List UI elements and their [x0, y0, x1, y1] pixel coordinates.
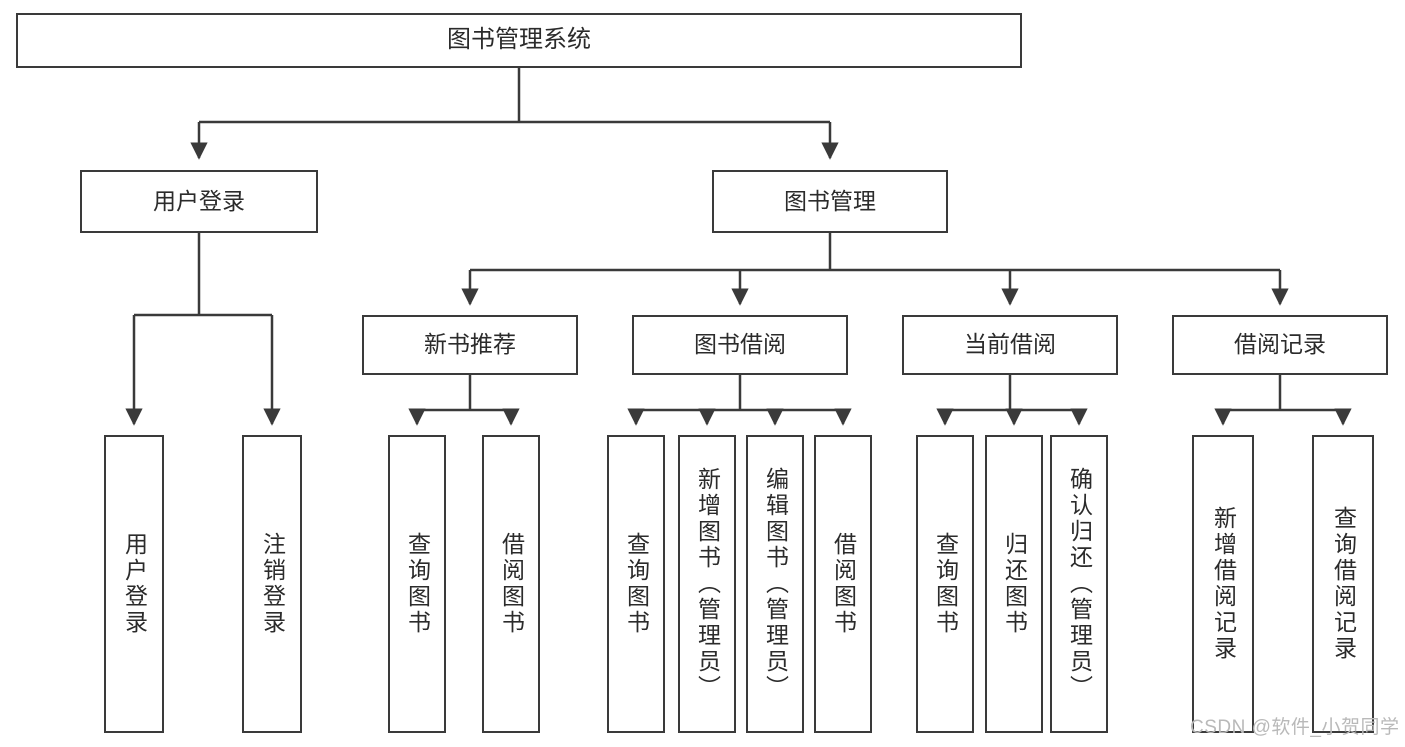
node-leaf-return-book[interactable]: 归还图书	[985, 435, 1043, 733]
node-book-borrow[interactable]: 图书借阅	[632, 315, 848, 375]
node-leaf-borrow-book-recommend[interactable]: 借阅图书	[482, 435, 540, 733]
csdn-watermark: CSDN @软件_小贺同学	[1190, 717, 1400, 738]
node-label: 归还图书	[1001, 532, 1028, 636]
node-label: 新书推荐	[424, 331, 516, 358]
node-leaf-query-borrow-record[interactable]: 查询借阅记录	[1312, 435, 1374, 733]
node-label: 确认归还（管理员）	[1066, 467, 1093, 701]
node-label: 图书借阅	[694, 331, 786, 358]
node-leaf-confirm-return-admin[interactable]: 确认归还（管理员）	[1050, 435, 1108, 733]
node-leaf-logout[interactable]: 注销登录	[242, 435, 302, 733]
node-leaf-query-book-recommend[interactable]: 查询图书	[388, 435, 446, 733]
node-current-borrow[interactable]: 当前借阅	[902, 315, 1118, 375]
node-label: 新增图书（管理员）	[694, 467, 721, 701]
node-label: 查询图书	[404, 532, 431, 636]
node-label: 图书管理系统	[447, 26, 591, 54]
node-leaf-add-book-admin[interactable]: 新增图书（管理员）	[678, 435, 736, 733]
node-user-login-module[interactable]: 用户登录	[80, 170, 318, 233]
node-label: 新增借阅记录	[1210, 506, 1237, 662]
node-label: 用户登录	[121, 532, 148, 636]
node-borrow-record[interactable]: 借阅记录	[1172, 315, 1388, 375]
node-label: 编辑图书（管理员）	[762, 467, 789, 701]
node-leaf-query-book-current[interactable]: 查询图书	[916, 435, 974, 733]
node-label: 借阅图书	[498, 532, 525, 636]
node-label: 用户登录	[153, 187, 245, 214]
node-label: 图书管理	[784, 187, 876, 214]
node-leaf-borrow-book[interactable]: 借阅图书	[814, 435, 872, 733]
node-label: 注销登录	[259, 532, 286, 636]
node-leaf-add-borrow-record[interactable]: 新增借阅记录	[1192, 435, 1254, 733]
node-leaf-user-login[interactable]: 用户登录	[104, 435, 164, 733]
node-leaf-query-book-borrow[interactable]: 查询图书	[607, 435, 665, 733]
node-label: 查询图书	[932, 532, 959, 636]
node-new-book-recommend[interactable]: 新书推荐	[362, 315, 578, 375]
node-leaf-edit-book-admin[interactable]: 编辑图书（管理员）	[746, 435, 804, 733]
node-label: 查询借阅记录	[1330, 506, 1357, 662]
node-label: 借阅图书	[830, 532, 857, 636]
node-label: 查询图书	[623, 532, 650, 636]
node-root-system[interactable]: 图书管理系统	[16, 13, 1022, 68]
node-book-management-module[interactable]: 图书管理	[712, 170, 948, 233]
node-label: 当前借阅	[964, 331, 1056, 358]
node-label: 借阅记录	[1234, 331, 1326, 358]
